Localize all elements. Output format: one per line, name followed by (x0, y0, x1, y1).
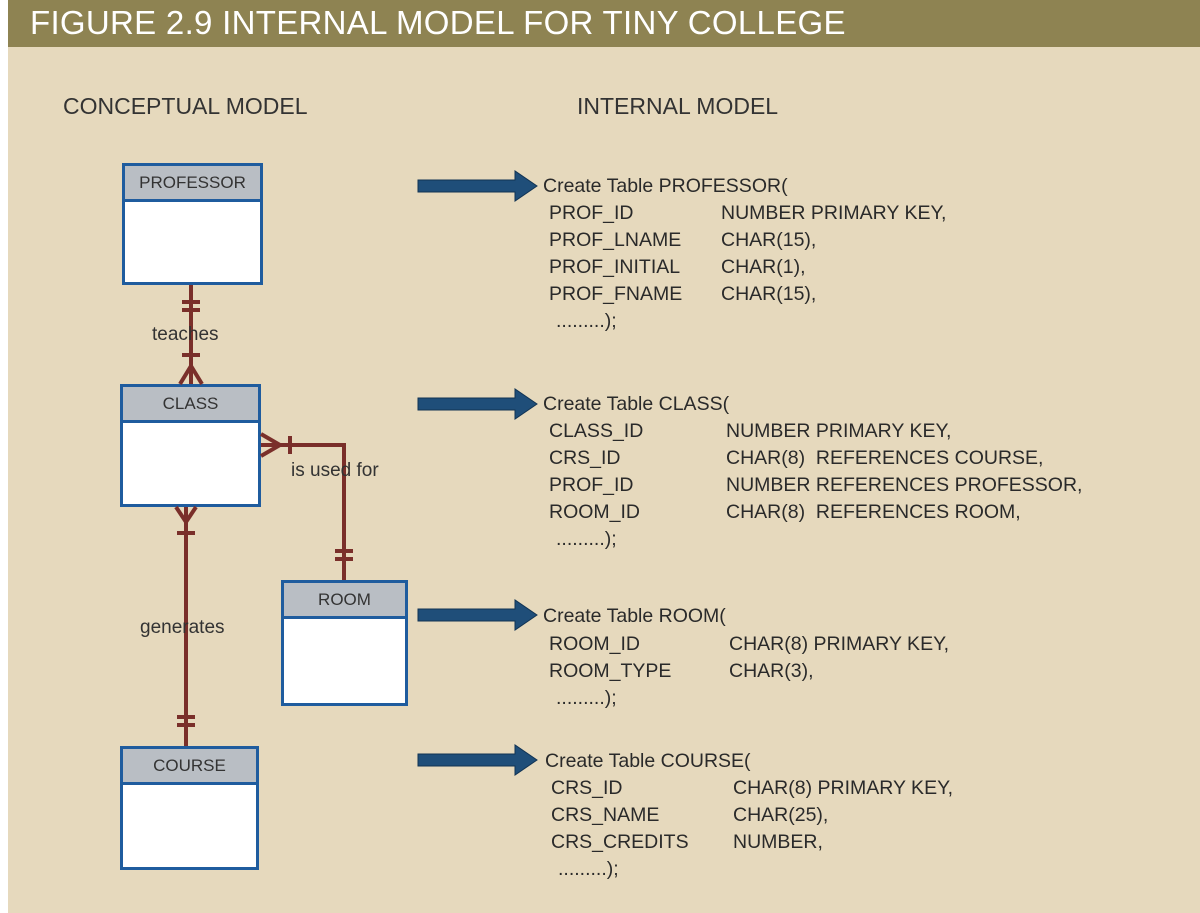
sql-row-type: NUMBER, (733, 831, 823, 853)
is-used-for-crowfoot (259, 432, 284, 458)
sql-professor-header: Create Table PROFESSOR( (543, 175, 788, 197)
sql-row-name: PROF_FNAME (549, 283, 683, 305)
relationship-label-is-used-for: is used for (291, 460, 379, 481)
relationship-label-teaches: teaches (152, 324, 219, 345)
sql-professor-end: .........); (556, 310, 617, 332)
sql-row-type: CHAR(1), (721, 256, 806, 278)
sql-row-type: CHAR(15), (721, 283, 817, 305)
entity-professor-name: PROFESSOR (125, 166, 260, 202)
entity-class: CLASS (120, 384, 261, 507)
arrow-icon-class (417, 388, 538, 420)
sql-row-name: ROOM_ID (549, 633, 641, 655)
internal-model-heading: INTERNAL MODEL (577, 93, 779, 119)
sql-course-header: Create Table COURSE( (545, 750, 751, 772)
sql-row-name: CRS_CREDITS (551, 831, 689, 853)
sql-row-type: NUMBER PRIMARY KEY, (721, 202, 947, 224)
sql-row-type: CHAR(3), (729, 660, 814, 682)
entity-course: COURSE (120, 746, 259, 870)
sql-row-type: NUMBER REFERENCES PROFESSOR, (726, 474, 1083, 496)
sql-row-name: CLASS_ID (549, 420, 644, 442)
arrow-icon-professor (417, 170, 538, 202)
sql-row-name: ROOM_TYPE (549, 660, 672, 682)
sql-row-type: NUMBER PRIMARY KEY, (726, 420, 952, 442)
sql-class-header: Create Table CLASS( (543, 393, 730, 415)
entity-class-name: CLASS (123, 387, 258, 423)
entity-professor: PROFESSOR (122, 163, 263, 285)
sql-class-end: .........); (556, 528, 617, 550)
sql-room-header: Create Table ROOM( (543, 605, 726, 627)
figure-title: FIGURE 2.9 INTERNAL MODEL FOR TINY COLLE… (30, 4, 846, 41)
sql-row-name: PROF_ID (549, 202, 634, 224)
generates-crowfoot (174, 505, 198, 526)
sql-row-name: PROF_INITIAL (549, 256, 681, 278)
entity-course-name: COURSE (123, 749, 256, 785)
sql-row-name: CRS_ID (551, 777, 623, 799)
sql-row-name: PROF_ID (549, 474, 634, 496)
sql-row-name: CRS_NAME (551, 804, 660, 826)
relationship-label-generates: generates (140, 617, 225, 638)
conceptual-model-heading: CONCEPTUAL MODEL (63, 93, 308, 119)
sql-row-type: CHAR(15), (721, 229, 817, 251)
teaches-crowfoot (178, 362, 204, 386)
arrow-icon-room (417, 599, 538, 631)
sql-row-type: CHAR(8) REFERENCES ROOM, (726, 501, 1021, 523)
figure-header-bar: FIGURE 2.9 INTERNAL MODEL FOR TINY COLLE… (8, 0, 1200, 47)
arrow-icon-course (417, 744, 538, 776)
sql-row-name: ROOM_ID (549, 501, 641, 523)
sql-room-end: .........); (556, 687, 617, 709)
sql-row-type: CHAR(25), (733, 804, 829, 826)
sql-row-type: CHAR(8) PRIMARY KEY, (729, 633, 949, 655)
sql-row-type: CHAR(8) REFERENCES COURSE, (726, 447, 1044, 469)
sql-row-name: PROF_LNAME (549, 229, 682, 251)
entity-room-name: ROOM (284, 583, 405, 619)
sql-row-type: CHAR(8) PRIMARY KEY, (733, 777, 953, 799)
sql-row-name: CRS_ID (549, 447, 621, 469)
entity-room: ROOM (281, 580, 408, 706)
sql-course-end: .........); (558, 858, 619, 880)
